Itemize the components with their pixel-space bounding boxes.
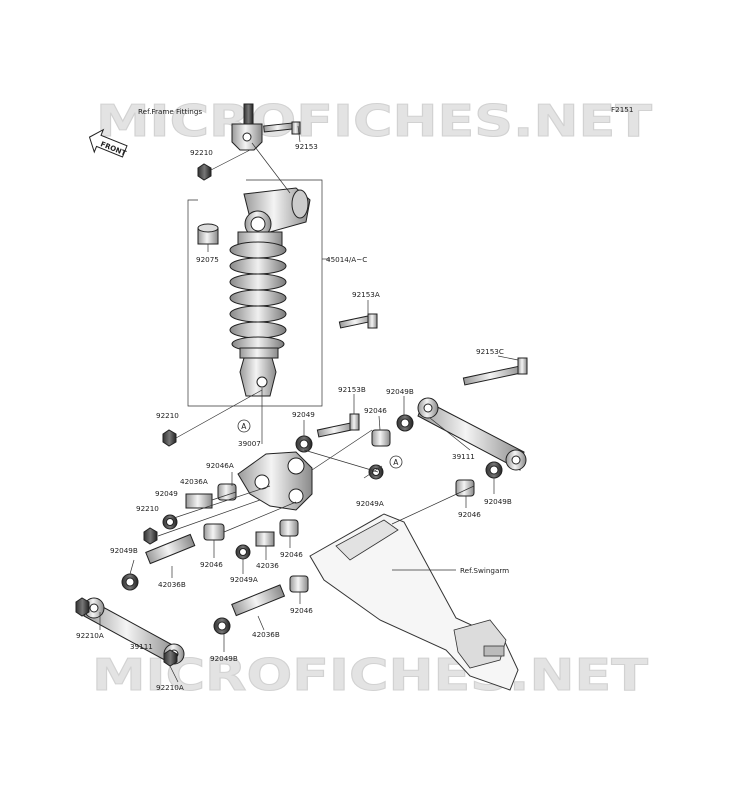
sleeve-42036A: [185, 493, 213, 509]
sleeve-42036: [255, 531, 275, 547]
nut-92210A-bottom: [163, 649, 178, 667]
label-92153A: 92153A: [352, 290, 380, 299]
seal-92049B-left: [121, 573, 139, 591]
bushing-92046-right: [455, 479, 475, 497]
label-92046-mid: 92046: [280, 550, 303, 559]
bushing-92046A: [217, 483, 237, 501]
label-92210A-left: 92210A: [76, 631, 104, 640]
label-92049A-center: 92049A: [230, 575, 258, 584]
seal-92049A-right: [368, 464, 384, 480]
bolt-92153A: [338, 313, 378, 329]
label-45014: 45014/A~C: [326, 255, 367, 264]
seal-92049B-low: [213, 617, 231, 635]
label-92210-mid: 92210: [156, 411, 179, 420]
collar-92075: [197, 223, 219, 245]
label-42036: 42036: [256, 561, 279, 570]
nut-92210A-left: [75, 597, 90, 617]
label-39111-right: 39111: [452, 452, 475, 461]
label-92046-center: 92046: [200, 560, 223, 569]
bushing-92046-low: [289, 575, 309, 593]
tie-rod-39111-right: [417, 397, 527, 471]
callout-marker-a-lower: A: [389, 455, 403, 469]
shock-spring: [229, 241, 287, 352]
nut-92210-top: [197, 163, 212, 181]
diagram-code: F2151: [611, 105, 633, 114]
label-42036B-left: 42036B: [158, 580, 186, 589]
seal-92049-left: [162, 514, 178, 530]
label-42036B-low: 42036B: [252, 630, 280, 639]
shock-top-mount: [231, 103, 263, 151]
label-92049A-right: 92049A: [356, 499, 384, 508]
rocker-arm-39007: [237, 451, 313, 511]
label-92046-low: 92046: [290, 606, 313, 615]
label-92210A-bottom: 92210A: [156, 683, 184, 692]
label-92075: 92075: [196, 255, 219, 264]
bushing-92046-top: [371, 429, 391, 447]
seal-92049: [295, 435, 313, 453]
bolt-92153-top: [263, 121, 301, 135]
bolt-92153C: [462, 357, 528, 386]
label-92153B: 92153B: [338, 385, 366, 394]
label-92210-top: 92210: [190, 148, 213, 157]
nut-92210-mid: [162, 429, 177, 447]
bushing-92046-center: [203, 523, 225, 541]
leader-lines: [99, 125, 519, 683]
label-92049B-left: 92049B: [110, 546, 138, 555]
seal-92049A-center: [235, 544, 251, 560]
svg-text:A: A: [241, 422, 247, 431]
bushing-92046-mid: [279, 519, 299, 537]
shock-absorber: [229, 187, 311, 397]
seal-92049B-top: [396, 414, 414, 432]
label-ref-swingarm: Ref.Swingarm: [460, 566, 509, 575]
label-92049: 92049: [292, 410, 315, 419]
watermark-top: MICROFICHES.NET: [96, 96, 652, 147]
sleeve-42036B-left: [145, 533, 196, 565]
watermark-bottom: MICROFICHES.NET: [92, 650, 648, 701]
label-92049-left: 92049: [155, 489, 178, 498]
sleeve-42036B-low: [231, 584, 286, 617]
ref-frame-fittings-label: Ref.Frame Fittings: [138, 107, 202, 116]
bolt-92153B: [316, 413, 360, 438]
label-92046A: 92046A: [206, 461, 234, 470]
shock-group-bracket: [187, 179, 323, 407]
label-92153: 92153: [295, 142, 318, 151]
label-92153C: 92153C: [476, 347, 504, 356]
seal-92049B-right: [485, 461, 503, 479]
label-42036A: 42036A: [180, 477, 208, 486]
label-92210-left: 92210: [136, 504, 159, 513]
label-92049B-low: 92049B: [210, 654, 238, 663]
label-92046-top: 92046: [364, 406, 387, 415]
label-39111-left: 39111: [130, 642, 153, 651]
label-92049B-top: 92049B: [386, 387, 414, 396]
label-92046-right: 92046: [458, 510, 481, 519]
callout-marker-a-upper: A: [237, 419, 251, 433]
nut-92210-left: [143, 527, 158, 545]
label-39007: 39007: [238, 439, 261, 448]
label-92049B-right: 92049B: [484, 497, 512, 506]
svg-text:A: A: [393, 458, 399, 467]
swingarm-reference: [309, 513, 519, 691]
